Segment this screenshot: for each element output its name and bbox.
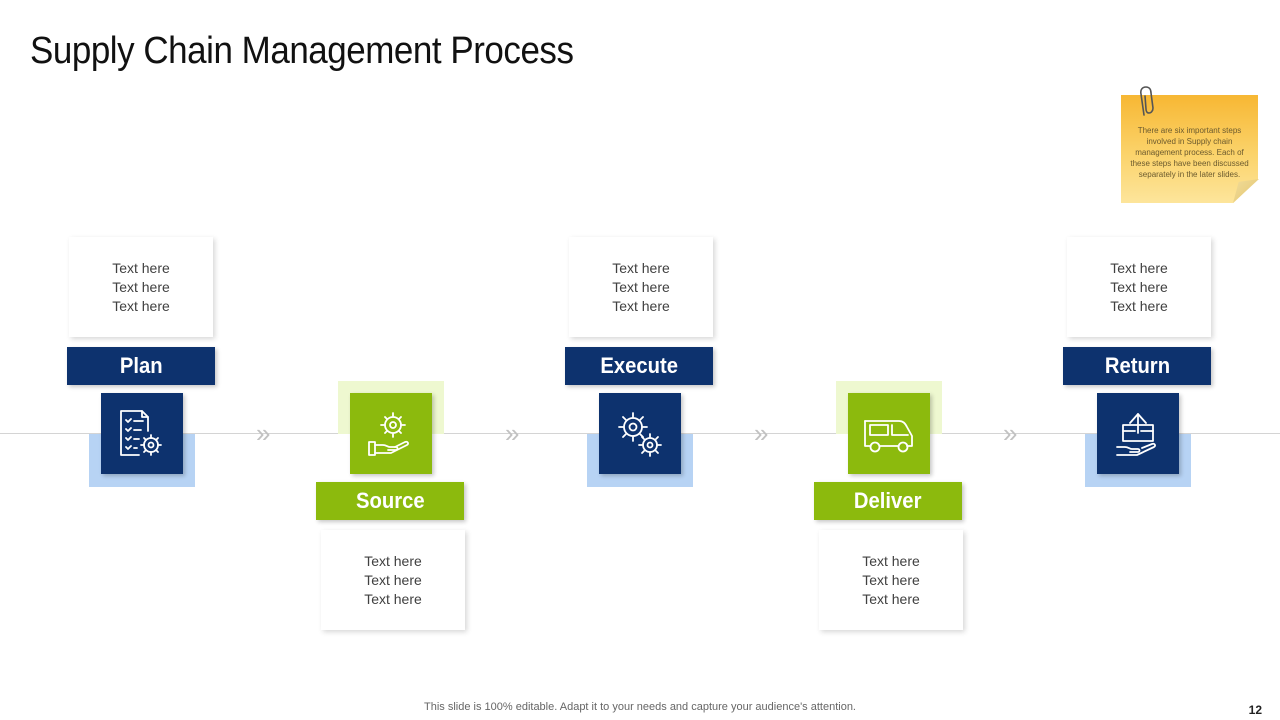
deliver-label: Deliver xyxy=(814,482,962,520)
source-icon-box xyxy=(350,393,432,474)
text-line: Text here xyxy=(1110,297,1168,314)
return-label: Return xyxy=(1063,347,1211,385)
hand-box-arrow-icon xyxy=(1116,412,1156,456)
text-line: Text here xyxy=(862,590,920,607)
chevron-right-icon: » xyxy=(754,418,769,448)
execute-text-card: Text here Text here Text here xyxy=(569,237,713,337)
text-line: Text here xyxy=(612,278,670,295)
chevron-right-icon: » xyxy=(1003,418,1018,448)
text-line: Text here xyxy=(364,590,422,607)
return-icon-box xyxy=(1097,393,1179,474)
text-line: Text here xyxy=(612,297,670,314)
deliver-text-card: Text here Text here Text here xyxy=(819,530,963,630)
return-text-card: Text here Text here Text here xyxy=(1067,237,1211,337)
text-line: Text here xyxy=(1110,259,1168,276)
hand-gear-icon xyxy=(368,411,409,456)
execute-label: Execute xyxy=(565,347,713,385)
chevron-right-icon: » xyxy=(505,418,520,448)
text-line: Text here xyxy=(862,571,920,588)
slide-title: Supply Chain Management Process xyxy=(30,30,574,72)
text-line: Text here xyxy=(112,278,170,295)
page-number: 12 xyxy=(1248,703,1262,717)
source-text-card: Text here Text here Text here xyxy=(321,530,465,630)
text-line: Text here xyxy=(862,552,920,569)
sticky-note-text: There are six important steps involved i… xyxy=(1130,126,1249,179)
text-line: Text here xyxy=(112,297,170,314)
text-line: Text here xyxy=(364,552,422,569)
footer-note: This slide is 100% editable. Adapt it to… xyxy=(424,701,856,713)
delivery-van-icon xyxy=(864,419,913,452)
text-line: Text here xyxy=(1110,278,1168,295)
paperclip-icon xyxy=(1140,86,1154,116)
gears-icon xyxy=(618,411,662,457)
execute-icon-box xyxy=(599,393,681,474)
chevron-right-icon: » xyxy=(256,418,271,448)
text-line: Text here xyxy=(612,259,670,276)
plan-text-card: Text here Text here Text here xyxy=(69,237,213,337)
plan-icon-box xyxy=(101,393,183,474)
plan-label: Plan xyxy=(67,347,215,385)
source-label: Source xyxy=(316,482,464,520)
text-line: Text here xyxy=(364,571,422,588)
text-line: Text here xyxy=(112,259,170,276)
checklist-gear-icon xyxy=(120,409,162,456)
deliver-icon-box xyxy=(848,393,930,474)
